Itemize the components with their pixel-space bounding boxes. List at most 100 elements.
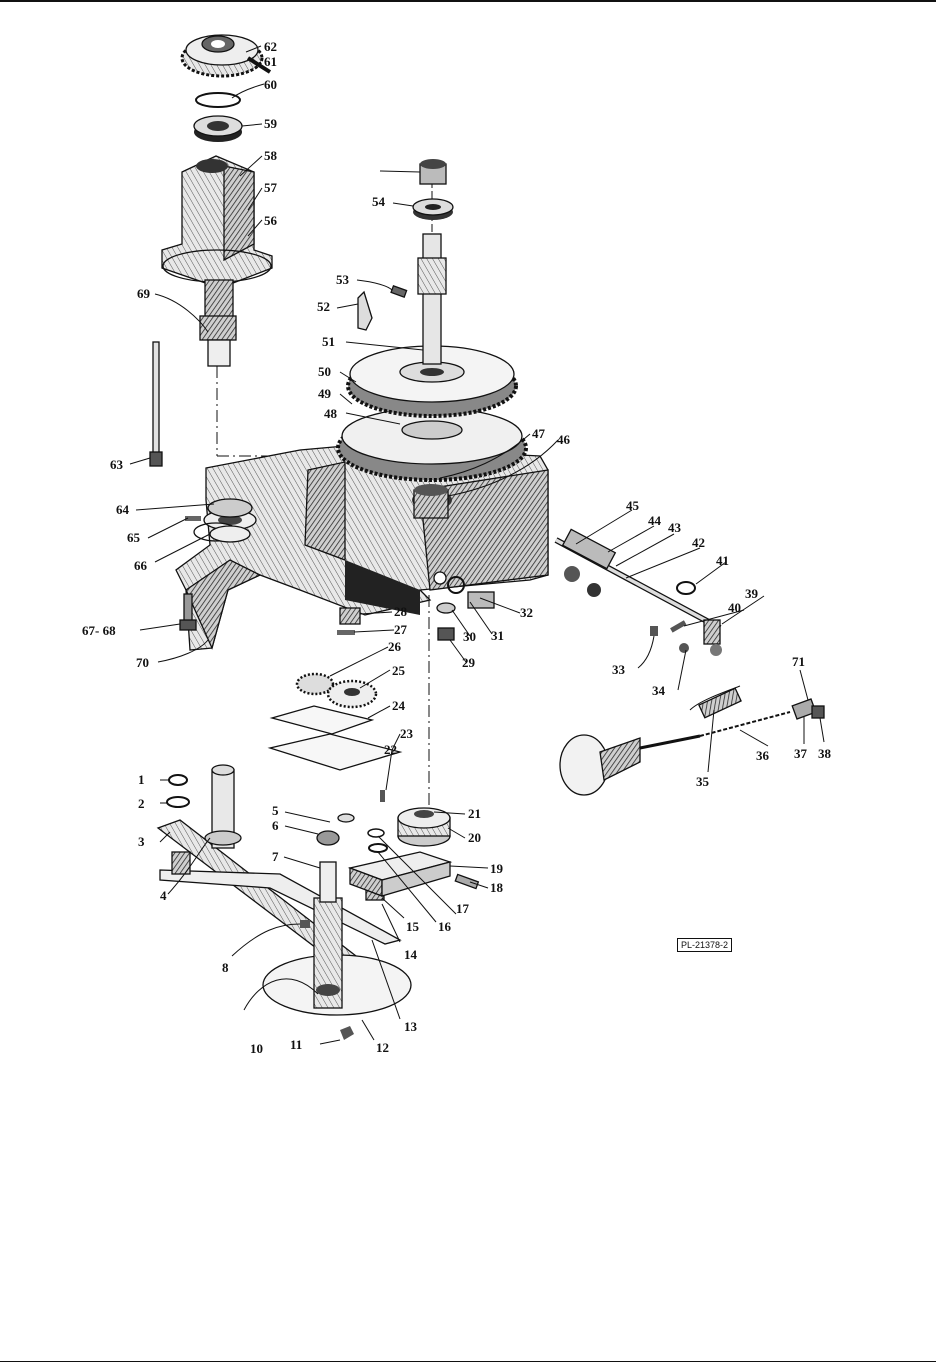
callout-28: 28 [394, 604, 408, 619]
callout-29: 29 [462, 655, 476, 670]
callout-20: 20 [468, 830, 481, 845]
callout-3: 3 [138, 834, 145, 849]
callout-61: 61 [264, 54, 277, 69]
pull-handle-assembly [559, 685, 825, 796]
callout-27: 27 [394, 622, 408, 637]
callout-24: 24 [392, 698, 406, 713]
callout-2: 2 [138, 796, 145, 811]
callout-10: 10 [250, 1041, 263, 1056]
callout-40: 40 [728, 600, 741, 615]
callout-34: 34 [652, 683, 666, 698]
callout-19: 19 [490, 861, 504, 876]
callout-16: 16 [438, 919, 452, 934]
callout-35: 35 [696, 774, 710, 789]
block-19 [347, 851, 453, 897]
callout-66: 66 [134, 558, 148, 573]
callout-48: 48 [324, 406, 338, 421]
callout-8: 8 [222, 960, 229, 975]
pin-65 [185, 516, 201, 521]
top-rule [0, 0, 936, 2]
callout-32: 32 [520, 605, 533, 620]
callout-23: 23 [400, 726, 414, 741]
callout-69: 70 [136, 655, 149, 670]
pulley-20 [397, 807, 451, 847]
washer-64 [207, 498, 253, 518]
washer-30 [436, 602, 456, 614]
nut-29 [437, 627, 455, 641]
callout-18: 18 [490, 880, 504, 895]
callout-11: 11 [290, 1037, 302, 1052]
callout-44: 44 [648, 513, 662, 528]
callout-59: 59 [264, 116, 278, 131]
callout-13: 13 [404, 1019, 418, 1034]
plate-reference-label: PL-21378-2 [677, 938, 733, 952]
spline-gear-71 [199, 315, 237, 367]
callout-36: 36 [756, 748, 770, 763]
callout-47: 47 [532, 426, 546, 441]
callout-56: 56 [264, 213, 278, 228]
callout-60: 60 [264, 77, 277, 92]
snap-ring-60 [195, 92, 241, 108]
callout-17: 17 [456, 901, 470, 916]
callout-49: 49 [318, 386, 332, 401]
callout-62: 62 [264, 39, 277, 54]
callout-39: 39 [745, 586, 759, 601]
bearing-59 [193, 115, 243, 142]
callout-33: 33 [612, 662, 626, 677]
callout-14: 14 [404, 947, 418, 962]
nut-28 [339, 607, 361, 625]
callout-46: 46 [557, 432, 571, 447]
washer-66 [209, 525, 251, 543]
tube-63 [149, 341, 163, 467]
callout-15: 15 [406, 919, 420, 934]
callout-21: 21 [468, 806, 481, 821]
leader-lines [129, 45, 825, 1045]
callout-54: 54 [372, 194, 386, 209]
shift-rod-assembly [554, 528, 722, 656]
callout-30: 30 [463, 629, 476, 644]
callout-43: 43 [668, 520, 682, 535]
callout-37: 37 [794, 746, 808, 761]
callout-67-68: 67- 68 [82, 623, 116, 638]
gear-50 [346, 345, 518, 418]
gasket-24 [269, 705, 375, 735]
shaft-51 [417, 180, 447, 365]
callout-38: 38 [818, 746, 832, 761]
gasket-23 [267, 733, 403, 771]
bottom-rule [0, 1361, 936, 1362]
callout-41: 41 [716, 553, 729, 568]
callout-64: 64 [116, 502, 130, 517]
callout-51: 51 [322, 334, 335, 349]
washer-32 [447, 576, 465, 594]
callout-50: 50 [318, 364, 331, 379]
housing-58 [161, 155, 273, 319]
callout-42: 42 [692, 535, 705, 550]
pin-27 [337, 630, 355, 635]
pin-53 [390, 284, 408, 298]
callout-31: 31 [491, 628, 504, 643]
screw-22 [380, 790, 385, 802]
callout-70: 71 [792, 654, 805, 669]
callout-6: 6 [272, 818, 279, 833]
callout-labels: 62 61 60 59 58 57 56 69 63 64 65 66 67- … [82, 39, 832, 1056]
callout-26: 26 [388, 639, 402, 654]
bolt-67-68 [179, 593, 197, 631]
plug-31 [467, 591, 495, 609]
gear-62 [180, 34, 272, 78]
callout-65: 65 [127, 530, 141, 545]
callout-5: 5 [272, 803, 279, 818]
top-bearing [419, 159, 447, 185]
parts-artwork [149, 34, 825, 1040]
callout-7: 7 [272, 849, 279, 864]
bearing-54 [412, 198, 454, 220]
callout-1: 1 [138, 772, 145, 787]
callout-25: 25 [392, 663, 406, 678]
lever-52 [357, 290, 373, 331]
callout-57: 57 [264, 180, 278, 195]
callout-71: 69 [137, 286, 151, 301]
callout-53: 53 [336, 272, 350, 287]
callout-12: 12 [376, 1040, 389, 1055]
callout-58: 58 [264, 148, 278, 163]
callout-45: 45 [626, 498, 640, 513]
